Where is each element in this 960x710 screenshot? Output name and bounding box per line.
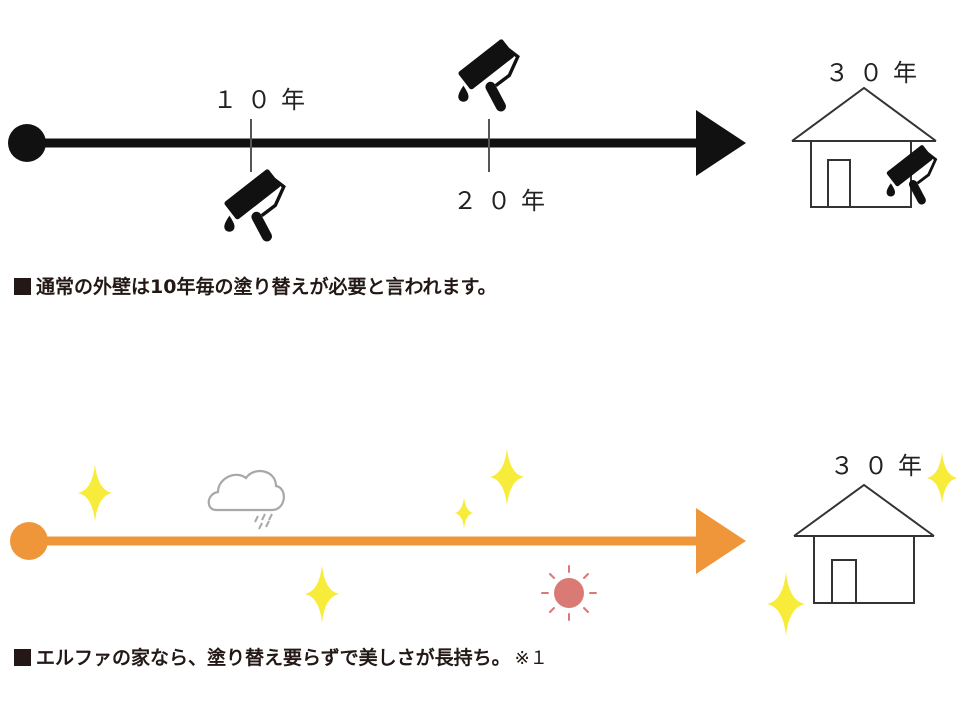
paint-roller-icon <box>455 36 520 116</box>
cloud-rain-icon <box>207 469 285 530</box>
sparkle-icon <box>489 448 525 506</box>
timeline-start-dot <box>10 522 48 560</box>
house-icon <box>793 483 935 604</box>
end-label-30: ３０年 <box>825 59 927 87</box>
caption-normal-text: 通常の外壁は10年毎の塗り替えが必要と言われます。 <box>36 276 497 298</box>
caption-elfa: エルファの家なら、塗り替え要らずで美しさが長持ち。※１ <box>14 643 548 670</box>
footnote-mark: ※１ <box>514 648 548 669</box>
sparkle-icon <box>77 464 113 522</box>
bullet-square <box>14 649 31 666</box>
tick-20-label: ２０年 <box>453 187 555 215</box>
timeline-arrowhead <box>696 508 746 574</box>
sparkle-icon <box>454 497 474 529</box>
timeline-arrowhead <box>696 110 746 176</box>
timeline-normal <box>8 36 937 246</box>
paint-roller-icon <box>221 166 286 246</box>
bullet-square <box>14 278 31 295</box>
timeline-start-dot <box>8 124 46 162</box>
caption-normal: 通常の外壁は10年毎の塗り替えが必要と言われます。 <box>14 272 497 299</box>
sparkle-icon <box>304 565 340 623</box>
caption-elfa-text: エルファの家なら、塗り替え要らずで美しさが長持ち。 <box>36 647 511 669</box>
sun-icon <box>541 565 597 621</box>
sparkle-icon <box>767 572 805 636</box>
timeline-elfa <box>10 448 958 636</box>
end-label-30: ３０年 <box>830 452 932 480</box>
tick-10-label: １０年 <box>213 86 315 114</box>
